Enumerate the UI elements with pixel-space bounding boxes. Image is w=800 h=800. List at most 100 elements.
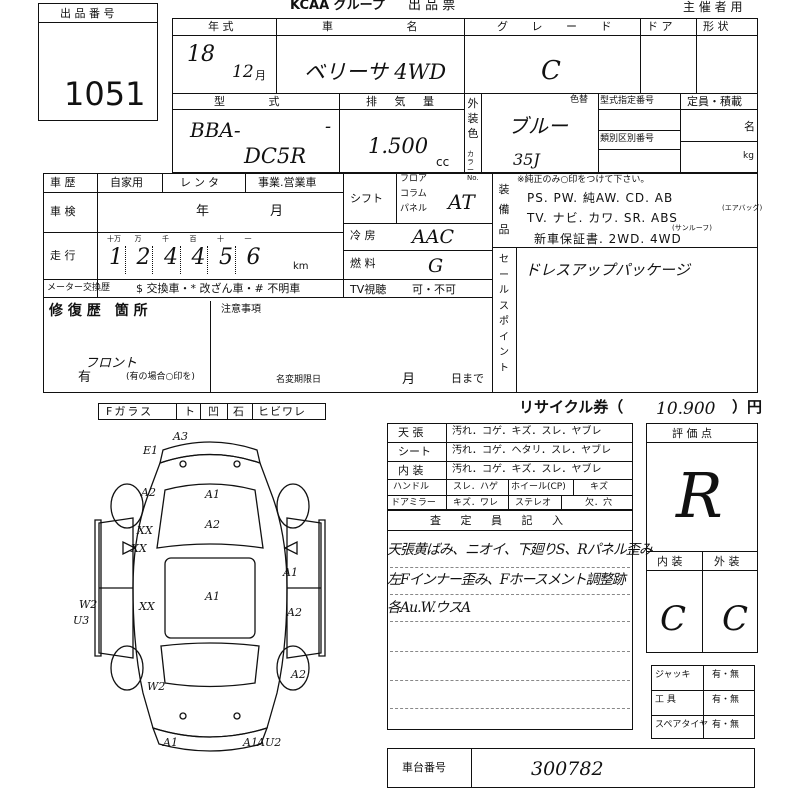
mileage-label: 走 行 xyxy=(50,249,76,262)
repair-front-mark: フロント xyxy=(85,356,138,371)
shift-option-column[interactable]: コラム xyxy=(400,189,427,199)
ac-value: AAC xyxy=(412,226,454,248)
capacity-unit-people: 名 xyxy=(744,120,755,133)
organizer-label: 主 催 者 用 xyxy=(683,0,743,14)
fuel-label: 燃 料 xyxy=(350,257,376,270)
mirror-label: ドアミラー xyxy=(391,498,436,508)
glass-crack: ヒビワレ xyxy=(258,405,306,418)
capacity-unit-kg: kg xyxy=(743,151,754,161)
glass-to: ト xyxy=(184,405,195,418)
interior-row-value: 汚れ．コゲ．キズ．スレ．ヤブレ xyxy=(452,464,602,475)
grade-value: C xyxy=(541,56,561,86)
meter-label: メーター交換歴 xyxy=(47,283,111,293)
history-option-rental[interactable]: レンタ xyxy=(180,176,222,189)
door-label: ド ア xyxy=(647,20,673,33)
color-no-label: カラーNo. xyxy=(467,150,479,182)
displacement-label: 排 気 量 xyxy=(366,95,434,108)
sales-point-label: セールスポイント xyxy=(499,254,509,374)
damage-mark: W2 xyxy=(79,598,97,611)
tv-value: 可・不可 xyxy=(412,283,456,296)
history-option-private[interactable]: 自家用 xyxy=(110,176,143,189)
meter-options: $ 交換車・* 改ざん車・# 不明車 xyxy=(136,282,301,295)
glass-box xyxy=(98,403,326,420)
evaluation-label: 評 価 点 xyxy=(672,427,712,440)
color-change-label: 色替 xyxy=(570,95,589,105)
interior-grade: C xyxy=(660,599,687,639)
interior-row-label: 内 装 xyxy=(398,464,424,477)
shift-option-panel[interactable]: パネル xyxy=(400,204,428,214)
damage-mark: AU2 xyxy=(256,736,281,749)
notes-label: 注意事項 xyxy=(221,304,261,315)
inspector-label: 査 定 員 記 入 xyxy=(430,514,563,527)
interior-grade-label: 内 装 xyxy=(657,555,683,568)
digit-header: 一 xyxy=(244,235,252,243)
interior-row-value: 汚れ．コゲ．キズ．スレ．ヤブレ xyxy=(452,426,602,437)
equipment-ab-note: (エアバッグ) xyxy=(722,204,763,212)
damage-mark: W2 xyxy=(147,680,165,693)
capacity-label: 定員・積載 xyxy=(687,95,742,108)
repair-note: (有の場合○印を) xyxy=(126,372,195,382)
digit-header: 万 xyxy=(134,235,142,243)
mileage-digit: 4 xyxy=(191,245,206,270)
inspection-year: 年 xyxy=(196,204,210,219)
year-value: 18 xyxy=(187,42,215,67)
tool-row-label: スペアタイヤ xyxy=(655,720,709,730)
recycle-suffix: ）円 xyxy=(732,398,763,416)
sales-point-value: ドレスアップパッケージ xyxy=(525,261,690,279)
mileage-digit: 6 xyxy=(246,245,261,270)
month-value: 12 xyxy=(232,62,254,82)
shape-label: 形 状 xyxy=(703,20,729,33)
history-option-business[interactable]: 事業.営業車 xyxy=(258,176,317,189)
tool-row-value: 有・無 xyxy=(712,720,740,730)
damage-mark: U3 xyxy=(73,614,89,627)
digit-header: 千 xyxy=(162,235,169,243)
damage-mark: A1 xyxy=(282,566,298,579)
chassis-label: 車台番号 xyxy=(402,761,446,774)
stereo-label: ステレオ xyxy=(515,498,552,508)
shift-option-floor[interactable]: フロア xyxy=(400,174,428,184)
mirror-value: キズ．ワレ xyxy=(453,498,499,508)
inspection-month: 月 xyxy=(270,204,284,219)
model-prefix: BBA- xyxy=(190,118,241,142)
model-label: 型 式 xyxy=(214,95,280,108)
glass-f: Fガラス xyxy=(106,405,154,418)
inspection-label: 車 検 xyxy=(50,205,76,218)
damage-mark: A3 xyxy=(172,430,188,443)
digit-header: 十 xyxy=(217,235,224,243)
type-designation-label: 型式指定番号 xyxy=(600,96,655,106)
lot-number-box xyxy=(38,3,158,121)
exterior-grade-label: 外 装 xyxy=(714,555,740,568)
damage-mark: A2 xyxy=(204,518,220,531)
inspector-line-3: 各Au.W.ウスA xyxy=(387,600,471,616)
repair-label: 修 復 歴 箇 所 xyxy=(49,303,148,319)
equipment-row3: 新車保証書. 2WD. 4WD xyxy=(534,232,682,246)
repair-present: 有 xyxy=(78,370,92,385)
damage-mark: XX xyxy=(138,600,156,613)
ac-label: 冷 房 xyxy=(350,229,376,242)
inspector-line-2: 左Fインナー歪み、Fホースメント調整跡 xyxy=(387,572,626,588)
inspector-line-1: 天張黄ばみ、ニオイ、下廻りS、Rパネル歪み xyxy=(387,542,653,558)
evaluation-score: R xyxy=(676,459,723,532)
digit-header: 十万 xyxy=(107,235,121,243)
model-dash: - xyxy=(325,116,332,137)
month-suffix: 月 xyxy=(255,69,266,82)
name-value: ベリーサ 4WD xyxy=(304,60,447,84)
deadline-day: 日まで xyxy=(451,372,484,385)
handle-label: ハンドル xyxy=(393,482,430,492)
mileage-digit: 2 xyxy=(136,245,151,270)
damage-mark: XX xyxy=(130,542,148,555)
interior-box xyxy=(387,423,633,510)
inspector-box xyxy=(387,510,633,730)
chassis-value: 300782 xyxy=(531,758,604,780)
equipment-row1: PS. PW. 純AW. CD. AB xyxy=(527,191,674,205)
glass-stone: 石 xyxy=(233,405,244,418)
lot-number-label: 出 品 番 号 xyxy=(60,7,115,20)
mileage-digit: 5 xyxy=(219,245,233,270)
history-box xyxy=(43,173,758,393)
name-label: 車 名 xyxy=(322,20,418,33)
digit-header: 百 xyxy=(189,235,197,243)
exterior-grade: C xyxy=(722,599,749,639)
interior-row-label: 天 張 xyxy=(398,426,424,439)
tool-row-value: 有・無 xyxy=(712,670,740,680)
